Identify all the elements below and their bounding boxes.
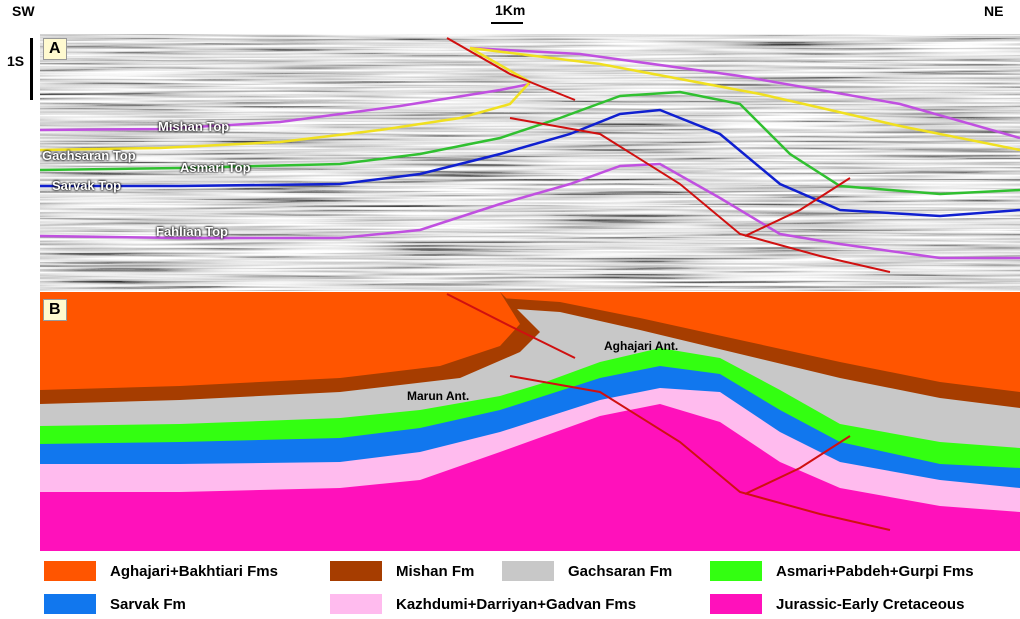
legend-swatch [502, 561, 554, 581]
legend-swatch [330, 594, 382, 614]
legend-item-mishan: Mishan Fm [330, 561, 474, 581]
sarvak-top-label: Sarvak Top [52, 178, 122, 193]
legend-item-kazhdumi: Kazhdumi+Darriyan+Gadvan Fms [330, 594, 636, 614]
legend-swatch [710, 594, 762, 614]
mishan-top-horizon [40, 82, 531, 132]
fault-1 [446, 37, 576, 101]
gachsaran-top-horizon-upper [469, 46, 1020, 152]
legend-swatch [44, 594, 96, 614]
fault-3 [744, 177, 851, 237]
gachsaran-top-horizon [40, 46, 532, 152]
aghajari-anticline-label: Aghajari Ant. [604, 339, 679, 353]
seismic-section [40, 34, 1020, 291]
legend-item-aghajari: Aghajari+Bakhtiari Fms [44, 561, 278, 581]
legend-item-sarvak: Sarvak Fm [44, 594, 186, 614]
legend-label: Asmari+Pabdeh+Gurpi Fms [776, 562, 974, 580]
fahlian-top-horizon [40, 162, 1020, 260]
legend-label: Sarvak Fm [110, 595, 186, 613]
fault-b-1 [446, 293, 576, 359]
panel-a-letter: A [43, 38, 67, 60]
legend-item-jurassic: Jurassic-Early Cretaceous [710, 594, 964, 614]
legend-label: Gachsaran Fm [568, 562, 673, 580]
sw-label: SW [12, 3, 35, 19]
ne-label: NE [984, 3, 1004, 19]
legend-label: Mishan Fm [396, 562, 475, 580]
gachsaran-top-label: Gachsaran Top [42, 148, 136, 163]
marun-anticline-label: Marun Ant. [407, 389, 470, 403]
legend-label: Jurassic-Early Cretaceous [776, 595, 965, 613]
legend-label: Kazhdumi+Darriyan+Gadvan Fms [396, 595, 637, 613]
asmari-top-label: Asmari Top [180, 160, 251, 175]
asmari-top-horizon [40, 90, 1020, 196]
seismic-background [40, 34, 1020, 291]
fault-b-2 [509, 375, 891, 531]
legend-item-asmari: Asmari+Pabdeh+Gurpi Fms [710, 561, 974, 581]
legend-label: Aghajari+Bakhtiari Fms [110, 562, 278, 580]
legend-item-gachsaran: Gachsaran Fm [502, 561, 672, 581]
aghajari-layer-lower [40, 292, 520, 390]
sarvak-top-horizon [40, 108, 1020, 218]
mishan-top-horizon-upper [469, 46, 1020, 140]
panel-b-letter: B [43, 299, 67, 321]
time-scale-bar [30, 38, 33, 100]
legend-swatch [44, 561, 96, 581]
aghajari-layer-upper [500, 292, 1020, 392]
fault-2 [509, 117, 891, 273]
scale-bar [491, 22, 523, 24]
legend-swatch [330, 561, 382, 581]
mishan-top-label: Mishan Top [158, 119, 230, 134]
fahlian-top-label: Fahlian Top [156, 224, 228, 239]
scale-bar-label: 1Km [495, 2, 526, 18]
geologic-section [40, 292, 1020, 551]
fault-b-3 [744, 435, 851, 495]
time-scale-label: 1S [7, 53, 25, 69]
legend-swatch [710, 561, 762, 581]
